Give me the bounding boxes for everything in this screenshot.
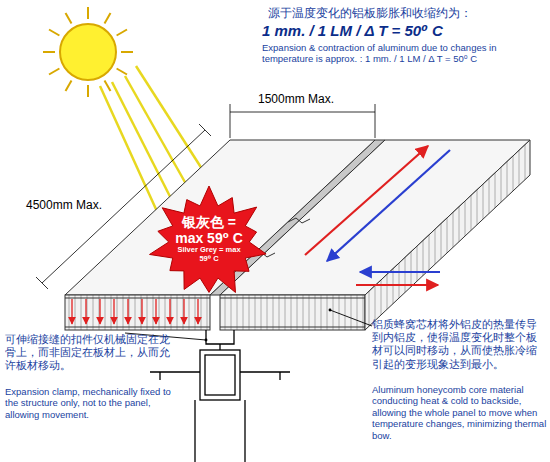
angle-bracket bbox=[240, 372, 290, 462]
honeycomb-core bbox=[65, 295, 210, 330]
sun-ray bbox=[105, 81, 111, 91]
temperature-label: 银灰色 = max 59⁰ C bbox=[174, 214, 244, 246]
heat-arrow bbox=[183, 299, 184, 324]
callout-zh: 可伸缩接缝的扣件仅机械固定在龙骨上，而非固定在板材上，从而允许板材移动。 bbox=[5, 333, 173, 373]
heat-arrow bbox=[85, 299, 86, 324]
honeycomb-side bbox=[365, 140, 530, 330]
sun bbox=[43, 7, 133, 97]
sun-ray bbox=[87, 7, 89, 19]
dimension-tick bbox=[199, 124, 211, 136]
extension-line bbox=[230, 104, 231, 138]
starburst-shape bbox=[150, 186, 267, 292]
callout-en: Expansion clamp, mechanically fixed to t… bbox=[5, 386, 185, 420]
extension-line bbox=[375, 104, 376, 138]
starburst-node: 银灰色 = max 59⁰ CSilver Grey = max 59⁰ C bbox=[148, 186, 270, 298]
formula: 1 mm. / 1 LM / Δ T = 50⁰ C bbox=[262, 22, 547, 40]
heat-arrow bbox=[99, 299, 100, 324]
leader-line bbox=[330, 310, 372, 326]
callout-en: Aluminum honeycomb core material conduct… bbox=[372, 384, 548, 441]
panels bbox=[65, 140, 530, 330]
inner-skin bbox=[220, 327, 365, 328]
joint-mark bbox=[288, 218, 310, 223]
heat-arrow bbox=[141, 299, 142, 324]
dimension-label: 1500mm Max. bbox=[258, 92, 378, 106]
sun-ray bbox=[66, 81, 72, 91]
heat-arrow bbox=[197, 299, 198, 324]
heat-arrow bbox=[155, 299, 156, 324]
sun-ray bbox=[117, 69, 127, 75]
expansion-clamp bbox=[206, 330, 234, 344]
sun-ray bbox=[66, 13, 72, 23]
outer-skin bbox=[65, 298, 210, 299]
temperature-label-en: Silver Grey = max 59⁰ C bbox=[174, 246, 244, 263]
structure bbox=[150, 330, 290, 462]
starburst-text: 银灰色 = max 59⁰ CSilver Grey = max 59⁰ C bbox=[148, 186, 270, 263]
heat-arrow bbox=[71, 299, 72, 324]
heat-arrow bbox=[113, 299, 114, 324]
angle-bracket bbox=[150, 372, 200, 462]
square-tube-inner bbox=[205, 355, 235, 395]
note-en: Expansion & contraction of aluminum due … bbox=[262, 42, 547, 65]
note-zh: 源于温度变化的铝板膨胀和收缩约为： bbox=[268, 6, 548, 20]
contraction-arrow bbox=[327, 150, 450, 261]
clamp-bolt bbox=[219, 344, 220, 350]
callout-zh: 铝质蜂窝芯材将外铝皮的热量传导到内铝皮，使得温度变化时整个板材可以同时移动，从而… bbox=[372, 318, 546, 371]
dimension-tick bbox=[36, 277, 48, 289]
outer-skin bbox=[220, 298, 365, 299]
expansion-arrow bbox=[356, 284, 438, 286]
sun-ray bbox=[87, 85, 89, 97]
sun-ray bbox=[117, 30, 127, 36]
movement-arrows bbox=[305, 146, 450, 285]
sun-ray bbox=[105, 13, 111, 23]
expansion-arrow bbox=[305, 146, 428, 255]
contraction-arrow bbox=[360, 271, 440, 273]
square-tube bbox=[200, 350, 240, 400]
heat-arrow bbox=[169, 299, 170, 324]
sun-ray bbox=[43, 51, 55, 53]
sun-ray bbox=[121, 51, 133, 53]
sun-disc bbox=[60, 24, 116, 80]
honeycomb-core bbox=[220, 295, 365, 330]
inner-skin bbox=[65, 327, 210, 328]
heat-arrow bbox=[127, 299, 128, 324]
sun-ray bbox=[49, 30, 59, 36]
heat-arrows bbox=[72, 299, 198, 324]
dimension-label: 4500mm Max. bbox=[26, 198, 136, 212]
dimension-line bbox=[230, 112, 375, 113]
sun-ray bbox=[49, 69, 59, 75]
